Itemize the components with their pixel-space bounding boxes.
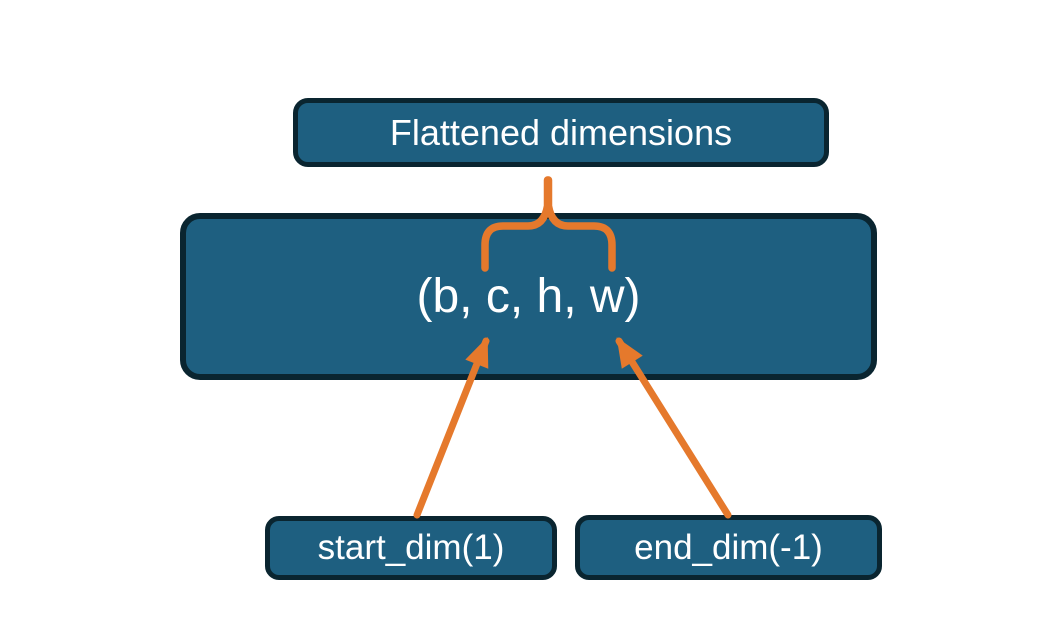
node-flattened-dimensions-label: Flattened dimensions: [389, 111, 733, 153]
node-start-dim-label: start_dim(1): [317, 528, 505, 567]
node-tensor-shape-label: (b, c, h, w): [416, 270, 641, 323]
node-flattened-dimensions: Flattened dimensions: [293, 98, 829, 167]
node-start-dim: start_dim(1): [265, 516, 557, 580]
node-tensor-shape: (b, c, h, w): [180, 213, 877, 380]
node-end-dim: end_dim(-1): [575, 515, 882, 580]
node-end-dim-label: end_dim(-1): [634, 527, 823, 567]
